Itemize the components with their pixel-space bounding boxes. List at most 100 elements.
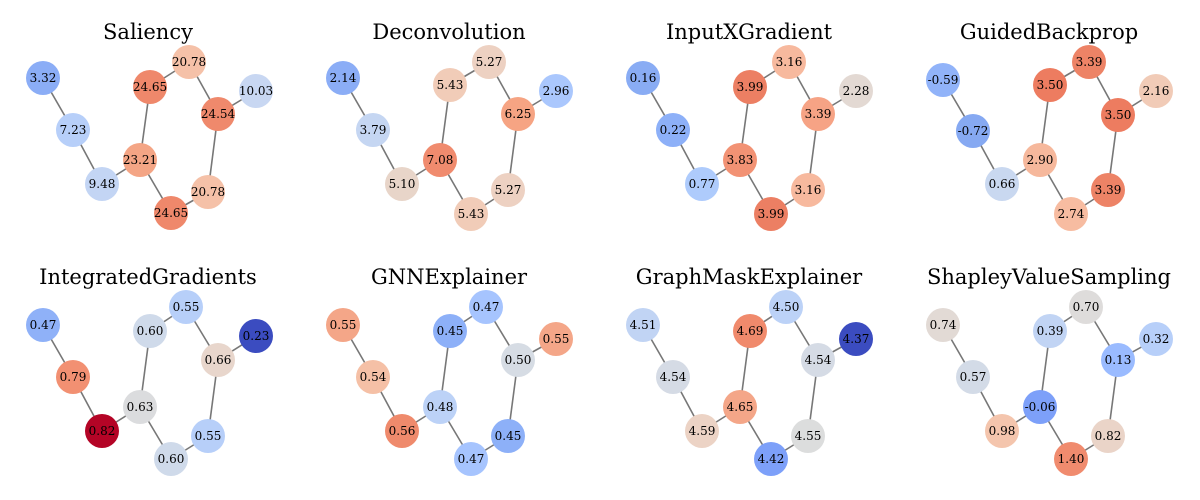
- graph-node: [169, 290, 203, 324]
- node-label: 0.66: [989, 177, 1016, 191]
- graph-node: [123, 143, 157, 177]
- node-label: 0.55: [330, 318, 357, 332]
- graph-node: [1033, 314, 1067, 348]
- node-label: 3.39: [1095, 183, 1122, 197]
- panel-title: InputXGradient: [666, 20, 833, 44]
- graph-node: [769, 290, 803, 324]
- panel-title: GuidedBackprop: [960, 20, 1138, 44]
- node-label: -0.06: [1025, 400, 1056, 414]
- node-label: 0.82: [1095, 429, 1122, 443]
- graph-node: [191, 175, 225, 209]
- node-label: 0.48: [427, 400, 454, 414]
- node-label: 3.50: [1105, 108, 1132, 122]
- graph-node: [985, 167, 1019, 201]
- graph-node: [26, 308, 60, 342]
- graph-node: [723, 143, 757, 177]
- graph-node: [423, 390, 457, 424]
- graph-node: [1139, 322, 1173, 356]
- node-label: -0.72: [958, 124, 989, 138]
- graph-node: [754, 197, 788, 231]
- node-label: 0.55: [173, 300, 200, 314]
- node-label: 2.16: [1143, 84, 1170, 98]
- graph-node: [123, 390, 157, 424]
- graph-node: [201, 343, 235, 377]
- node-label: 0.98: [989, 424, 1016, 438]
- node-label: 2.74: [1058, 207, 1085, 221]
- node-label: 2.96: [543, 84, 570, 98]
- node-label: 10.03: [239, 84, 273, 98]
- node-label: 0.22: [660, 123, 687, 137]
- graph-node: [433, 314, 467, 348]
- panel-title: Saliency: [103, 20, 193, 44]
- graph-node: [133, 314, 167, 348]
- panel-shapleyvaluesampling: ShapleyValueSampling0.740.570.98-0.060.3…: [926, 265, 1173, 476]
- node-label: 9.48: [89, 177, 116, 191]
- node-label: 0.39: [1037, 324, 1064, 338]
- node-label: 1.40: [1058, 452, 1085, 466]
- graph-node: [656, 360, 690, 394]
- panel-saliency: Saliency3.327.239.4823.2124.6520.7824.54…: [26, 20, 273, 230]
- graph-node: [1069, 290, 1103, 324]
- graph-node: [626, 308, 660, 342]
- node-label: 4.50: [773, 300, 800, 314]
- node-label: 3.79: [360, 123, 387, 137]
- node-label: 3.99: [737, 80, 764, 94]
- graph-node: [154, 442, 188, 476]
- graph-node: [191, 419, 225, 453]
- graph-node: [723, 390, 757, 424]
- node-label: 5.27: [495, 183, 522, 197]
- panel-guidedbackprop: GuidedBackprop-0.59-0.720.662.903.503.39…: [926, 20, 1173, 231]
- graph-node: [626, 61, 660, 95]
- node-label: 0.13: [1105, 353, 1132, 367]
- node-label: 0.74: [930, 318, 957, 332]
- graph-node: [1101, 98, 1135, 132]
- node-label: 5.10: [389, 177, 416, 191]
- panel-title: GraphMaskExplainer: [636, 265, 863, 289]
- graph-node: [685, 414, 719, 448]
- graph-node: [491, 173, 525, 207]
- node-label: 0.57: [960, 370, 987, 384]
- node-label: 0.82: [89, 424, 116, 438]
- graph-node: [133, 70, 167, 104]
- node-label: 0.66: [205, 353, 232, 367]
- graph-node: [501, 97, 535, 131]
- graph-node: [454, 442, 488, 476]
- panel-gnnexplainer: GNNExplainer0.550.540.560.480.450.470.50…: [326, 265, 573, 476]
- graph-node: [326, 61, 360, 95]
- graph-node: [772, 45, 806, 79]
- node-label: 2.14: [330, 71, 357, 85]
- graph-node: [801, 97, 835, 131]
- graph-node: [539, 322, 573, 356]
- graph-node: [172, 45, 206, 79]
- graph-node: [423, 143, 457, 177]
- graph-node: [1023, 143, 1057, 177]
- graph-node: [1091, 173, 1125, 207]
- graph-node: [733, 70, 767, 104]
- node-label: 0.55: [543, 332, 570, 346]
- graph-node: [1101, 343, 1135, 377]
- panel-inputxgradient: InputXGradient0.160.220.773.833.993.163.…: [626, 20, 873, 231]
- graph-node: [1033, 68, 1067, 102]
- node-label: 3.32: [30, 71, 57, 85]
- node-label: 24.65: [154, 206, 188, 220]
- graph-node: [491, 419, 525, 453]
- node-label: 2.28: [843, 84, 870, 98]
- graph-node: [433, 68, 467, 102]
- node-label: 0.70: [1073, 300, 1100, 314]
- graph-node: [956, 360, 990, 394]
- node-label: 0.47: [30, 318, 57, 332]
- node-label: 3.50: [1037, 78, 1064, 92]
- graph-node: [754, 442, 788, 476]
- node-label: 0.77: [689, 177, 716, 191]
- panel-deconvolution: Deconvolution2.143.795.107.085.435.276.2…: [326, 20, 573, 231]
- graph-node: [1023, 390, 1057, 424]
- node-label: 0.45: [495, 429, 522, 443]
- graph-node: [1054, 442, 1088, 476]
- graph-node: [56, 113, 90, 147]
- node-label: 5.27: [476, 55, 503, 69]
- node-label: 0.50: [505, 353, 532, 367]
- graph-node: [239, 74, 273, 108]
- node-label: 23.21: [123, 153, 157, 167]
- graph-node: [356, 113, 390, 147]
- graph-node: [1054, 197, 1088, 231]
